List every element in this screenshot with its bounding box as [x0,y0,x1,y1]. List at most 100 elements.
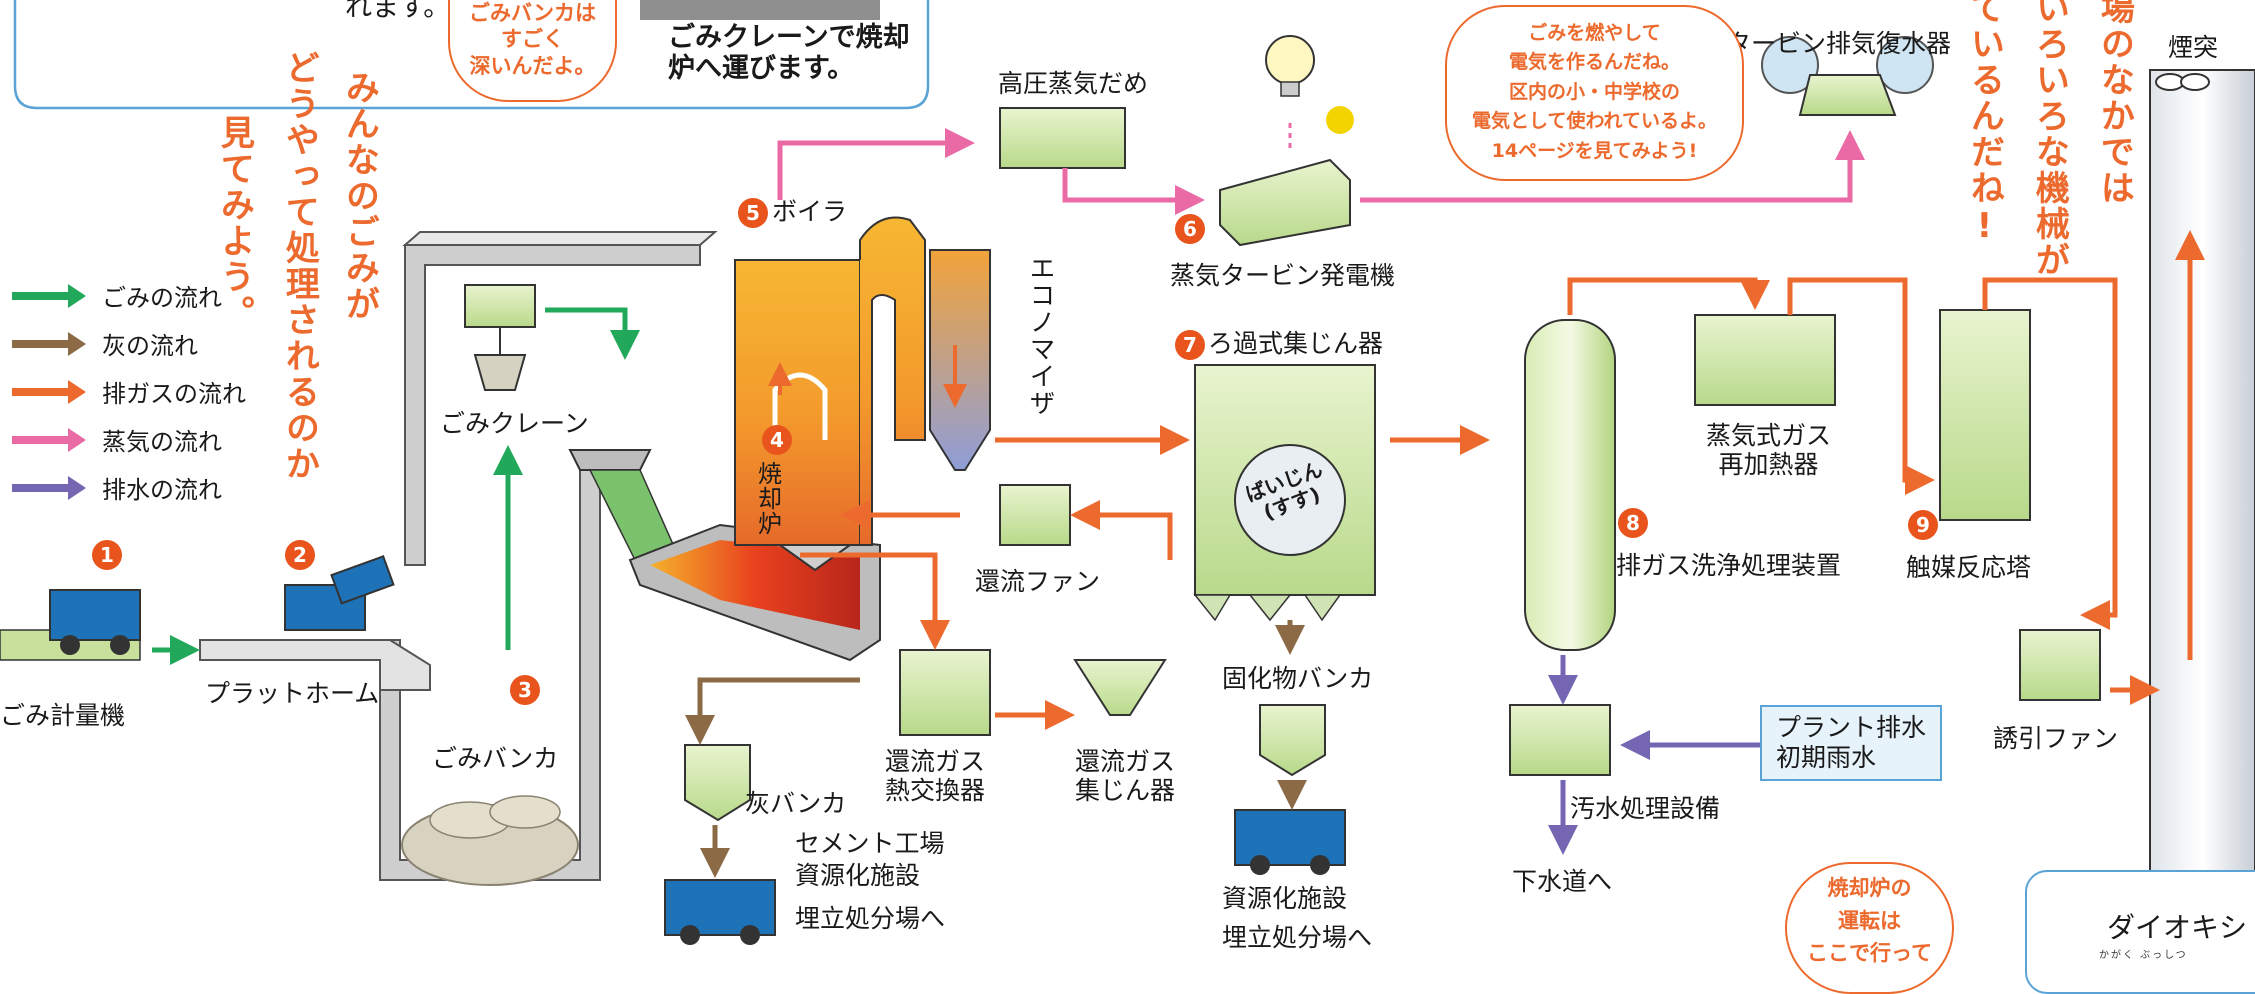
solidified-bunker [1259,704,1326,777]
legend-label: 排水の流れ [102,476,222,504]
step-number-6: 6 [1175,214,1205,244]
hopper [568,449,652,471]
process-flow-drawing [0,0,2255,955]
machines-text-col3: ているんだね! [1964,0,2005,248]
solidified-bunker-label: 固化物バンカ [1222,664,1374,693]
flow-steam [1062,168,1205,215]
dioxin-box-title: ダイオキシ [2107,911,2248,944]
step-label-furnace: 焼却炉 [758,460,782,539]
flow-steam [777,128,975,200]
steam-reheater-label: 蒸気式ガス 再加熱器 [1706,421,1832,479]
garbage-truck [49,589,141,641]
reflux-dust-collector-label: 還流ガス 集じん器 [1075,747,1176,805]
sewer-label: 下水道へ [1512,867,1613,896]
induced-fan-label: 誘引ファン [1993,724,2119,753]
step-label-bunker: ごみバンカ [432,744,559,773]
steam-header-label: 高圧蒸気だめ [998,69,1149,98]
landfill-label-1: 埋立処分場へ [795,904,946,933]
flow-exhaust [1567,277,1770,315]
intro-text-col1: みんなのごみが [339,70,380,322]
reflux-fan-label: 還流ファン [975,567,1101,596]
machines-text-col2: いろいろな機械が [2029,0,2070,278]
legend-arrow-icon [12,283,88,308]
economizer [929,249,991,471]
boiler [734,259,861,546]
flow-exhaust [800,552,950,650]
legend-label: 排ガスの流れ [102,380,246,408]
reflux-heat-exchanger [899,649,991,736]
crane-caption: ごみクレーンで焼却 炉へ運びます。 [668,22,910,85]
dioxin-box-ruby: かがく ぶっしつ [2099,950,2188,961]
step-number-9: 9 [1908,510,1938,540]
flow-exhaust [1787,277,1935,495]
light-bulb-icon [1265,35,1315,85]
chimney-label: 煙突 [2168,33,2219,62]
step-number-2: 2 [285,540,315,570]
step-label-scale: ごみ計量機 [0,701,126,730]
crane-label: ごみクレーン [440,409,589,438]
boiler-u-pipe [772,372,828,440]
step-label-scrubber: 排ガス洗浄処理装置 [1616,551,1842,580]
garbage-pile [489,795,561,829]
scrubber-tower [1524,319,1616,651]
recycle-facility-label-2: 資源化施設 [1222,884,1348,913]
dust-bag [1234,444,1346,556]
step-label-bag-filter: ろ過式集じん器 [1208,329,1384,358]
step-label-catalyst: 触媒反応塔 [1906,553,2032,582]
crane-body [464,284,536,328]
legend-item: 排ガスの流れ [12,374,246,409]
intro-text-col2: どうやって処理されるのか [279,50,320,482]
legend-label: ごみの流れ [102,284,222,312]
landfill-label-2: 埋立処分場へ [1222,923,1373,952]
legend-label: 蒸気の流れ [102,428,222,456]
flow-garbage [545,307,640,360]
step-label-platform: プラットホーム [205,679,380,708]
steam-reheater [1694,314,1836,406]
step-number-1: 1 [92,540,122,570]
legend-item: 蒸気の流れ [12,422,222,457]
step-number-3: 3 [510,675,540,705]
condenser-fan-left [1761,36,1819,94]
plant-drain-label: プラント排水 初期雨水 [1760,705,1943,781]
catalyst-tower [1939,309,2031,521]
legend-arrow-icon [12,379,88,404]
legend-arrow-icon [12,475,88,500]
step-label-boiler: ボイラ [772,197,848,226]
step-number-4: 4 [762,425,792,455]
reflux-heat-exchanger-label: 還流ガス 熱交換器 [885,747,986,805]
flow-steam [1360,130,1865,203]
solid-truck [1234,809,1346,866]
intro-text-col3: 見てみよう。 [214,115,255,331]
header-fragment-text: れます。 [345,0,451,23]
step-number-5: 5 [738,198,768,228]
ash-truck [664,879,776,936]
cement-plant-label: セメント工場 [795,829,945,858]
electricity-speech-bubble: ごみを燃やして 電気を作るんだね。 区内の小・中学校の 電気として使われているよ… [1445,5,1744,181]
machines-text-col1: 場のなかでは [2094,0,2135,206]
reflux-fan [999,484,1071,546]
dioxin-info-box: ダイオキシ かがく ぶっしつ [2025,870,2255,994]
step-number-7: 7 [1175,330,1205,360]
furnace-operation-bubble: 焼却炉の 運転は ここで行って [1785,862,1954,994]
legend-arrow-icon [12,331,88,356]
legend-item: 灰の流れ [12,326,198,361]
economizer-label: エコノマイザ [1030,254,1056,418]
step-number-8: 8 [1618,508,1648,538]
ash-bunker [684,744,751,822]
ash-bunker-label: 灰バンカ [745,789,847,818]
reflux-dust-collector [1073,659,1167,716]
platform-deck [199,639,431,691]
legend-label: 灰の流れ [102,332,198,360]
flow-exhaust [1070,500,1173,560]
flow-exhaust [1982,277,2118,630]
turbine-generator [1219,158,1351,247]
flow-ash [685,677,860,745]
crane-grab [473,354,527,391]
legend-item: 排水の流れ [12,470,222,505]
recycle-facility-label-1: 資源化施設 [795,861,921,890]
legend-item: ごみの流れ [12,278,222,313]
condenser-body [1798,74,1897,116]
building-wall [402,231,718,246]
condenser-fan-right [1876,36,1934,94]
